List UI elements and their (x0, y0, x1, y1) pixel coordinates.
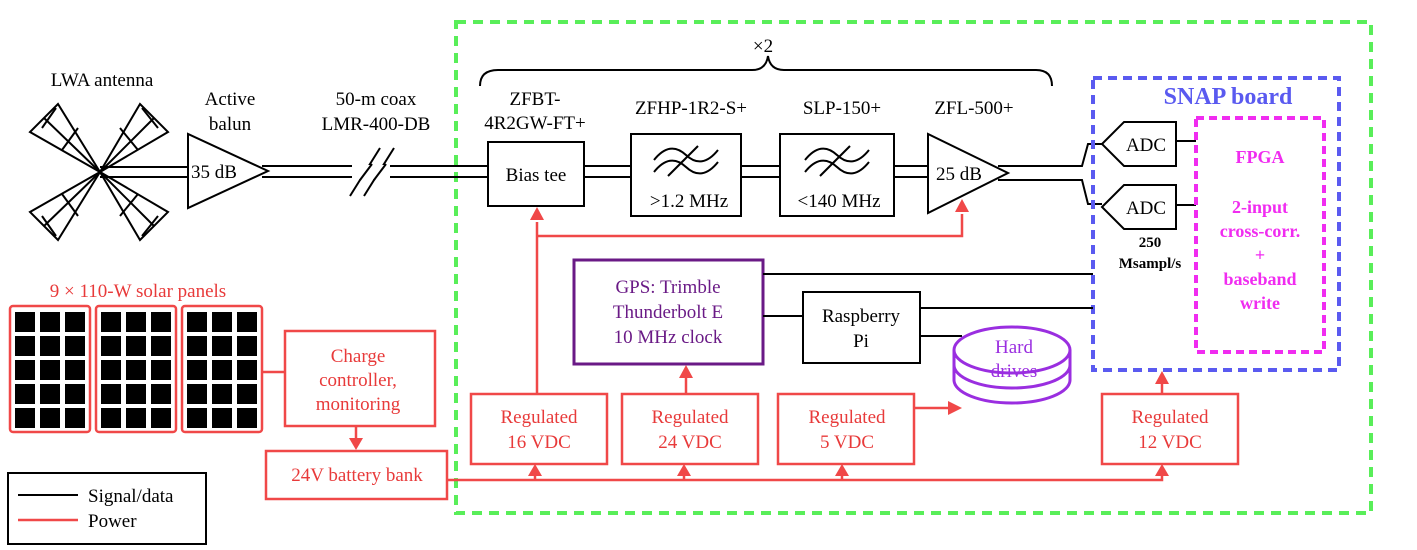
balun-label-line2: balun (209, 114, 252, 135)
legend-signal-label: Signal/data (88, 486, 174, 507)
reg24-label-1: Regulated (651, 407, 729, 428)
fpga-label-5: baseband (1223, 269, 1296, 289)
regulator-5vdc-box (776, 392, 916, 466)
charge-label-2: controller, (319, 370, 397, 391)
reg16-label-2: 16 VDC (507, 432, 571, 453)
zfl-gain: 25 dB (936, 164, 982, 185)
slp-cutoff: <140 MHz (797, 191, 880, 212)
zfl-amplifier (927, 132, 1011, 215)
fpga-label-6: write (1240, 293, 1280, 313)
charge-label-3: monitoring (316, 394, 401, 415)
slp-label: SLP-150+ (803, 98, 881, 119)
hard-drives-label-2: drives (991, 361, 1037, 382)
duplication-brace (479, 55, 1053, 87)
adc-2-block (1100, 184, 1177, 230)
high-pass-filter-icon (653, 145, 719, 177)
enclosure-boundary (454, 20, 1373, 515)
regulator-12vdc-box (1100, 392, 1240, 466)
reg5-label-2: 5 VDC (820, 432, 874, 453)
sample-rate-line2: Msampl/s (1119, 256, 1182, 272)
zfbt-label-line2: 4R2GW-FT+ (484, 113, 586, 134)
high-pass-filter-box (630, 133, 742, 217)
times-two-label: ×2 (753, 36, 773, 57)
coax-label-line1: 50-m coax (336, 89, 417, 110)
legend-power-label: Power (88, 511, 137, 532)
balun-gain: 35 dB (191, 162, 237, 183)
bias-tee-label: Bias tee (506, 165, 567, 186)
regulator-16vdc-box (469, 392, 609, 466)
fpga-label-4: + (1255, 245, 1265, 265)
regulator-24vdc-box (620, 392, 760, 466)
snap-board-boundary (1091, 76, 1341, 372)
gps-clock-box (572, 258, 765, 366)
sample-rate-line1: 250 (1139, 235, 1162, 251)
zfhp-label: ZFHP-1R2-S+ (635, 98, 747, 119)
bias-tee-box (487, 141, 585, 207)
low-pass-filter-box (779, 133, 895, 217)
adc-1-label: ADC (1126, 135, 1166, 156)
zfl-label: ZFL-500+ (934, 98, 1013, 119)
antenna-label: LWA antenna (51, 70, 154, 91)
hard-drives-icon (952, 325, 1072, 405)
zfhp-cutoff: >1.2 MHz (650, 191, 728, 212)
reg12-label-1: Regulated (1131, 407, 1209, 428)
adc-1-block (1100, 121, 1177, 167)
snap-board-label: SNAP board (1164, 84, 1293, 110)
fpga-label-2: 2-input (1232, 197, 1288, 217)
fpga-label-1: FPGA (1236, 147, 1285, 167)
solar-panels-icon (8, 304, 264, 434)
legend-box (7, 472, 207, 545)
zfbt-label-line1: ZFBT- (509, 89, 560, 110)
reg16-label-1: Regulated (500, 407, 578, 428)
coax-label-line2: LMR-400-DB (322, 114, 431, 135)
balun-label-line1: Active (205, 89, 256, 110)
rpi-label-1: Raspberry (822, 306, 901, 327)
charge-label-1: Charge (331, 346, 386, 367)
charge-controller-box (283, 329, 437, 428)
raspberry-pi-box (802, 291, 921, 364)
lwa-antenna-icon (28, 102, 170, 242)
reg5-label-1: Regulated (808, 407, 886, 428)
gps-label-2: Thunderbolt E (613, 302, 723, 323)
hard-drives-label-1: Hard (995, 337, 1033, 358)
active-balun-amplifier (187, 132, 271, 210)
solar-panels-label: 9 × 110-W solar panels (50, 281, 226, 302)
reg12-label-2: 12 VDC (1138, 432, 1202, 453)
low-pass-filter-icon (804, 145, 870, 177)
fpga-label-3: cross-corr. (1220, 221, 1300, 241)
battery-bank-box (264, 449, 449, 501)
rpi-label-2: Pi (853, 331, 869, 352)
gps-label-1: GPS: Trimble (615, 277, 720, 298)
reg24-label-2: 24 VDC (658, 432, 722, 453)
battery-label: 24V battery bank (291, 465, 423, 486)
adc-2-label: ADC (1126, 198, 1166, 219)
gps-label-3: 10 MHz clock (614, 327, 723, 348)
